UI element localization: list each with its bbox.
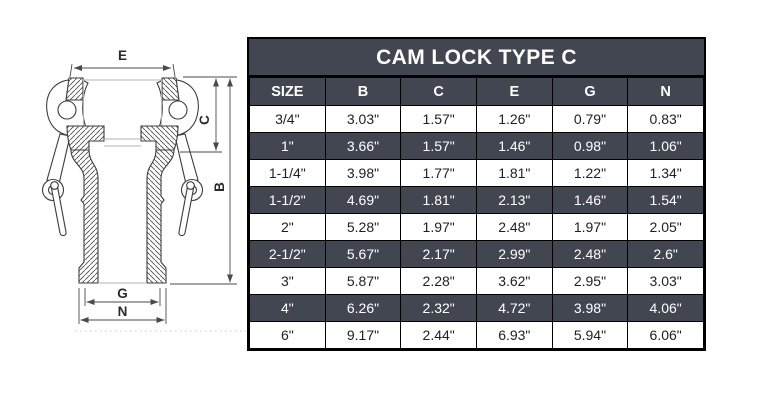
table-cell: 1.77" (400, 159, 477, 187)
table-cell: 1.26" (475, 105, 553, 133)
table-cell: 6.26" (324, 294, 402, 322)
camlock-diagram: E C B G N (0, 0, 250, 400)
table-cell: 1.97" (400, 213, 477, 241)
table-cell: 2.48" (551, 240, 629, 268)
table-row: 2"5.28"1.97"2.48"1.97"2.05" (249, 213, 704, 241)
table-cell: 2.32" (400, 294, 477, 322)
dimension-lines (69, 63, 246, 332)
rim-section (65, 77, 84, 101)
table-cell: 4.06" (627, 294, 704, 322)
safety-pin-head (50, 181, 59, 190)
dimension-labels: E C B G N (117, 48, 227, 319)
table-cell: 1-1/2" (249, 186, 326, 214)
camlock-section-drawing: E C B G N (41, 48, 246, 332)
table-cell: 2.44" (400, 321, 477, 349)
table-cell: 2.28" (400, 267, 477, 295)
column-header: N (627, 77, 704, 106)
table-row: 6"9.17"2.44"6.93"5.94"6.06" (249, 321, 704, 349)
table-cell: 3.66" (324, 132, 402, 160)
table-cell: 5.67" (324, 240, 402, 268)
dim-label-b: B (212, 182, 227, 192)
table-cell: 2-1/2" (249, 240, 326, 268)
coupler-left-half (41, 77, 105, 284)
table-cell: 1.46" (475, 132, 553, 160)
table-cell: 1.34" (627, 159, 704, 187)
table-cell: 1.06" (627, 132, 704, 160)
table-cell: 5.94" (551, 321, 629, 349)
table-cell: 1.57" (400, 132, 477, 160)
table-cell: 3.03" (324, 105, 402, 133)
table-cell: 1.81" (400, 186, 477, 214)
table-cell: 0.79" (551, 105, 629, 133)
table-cell: 3.03" (627, 267, 704, 295)
table-cell: 2.05" (627, 213, 704, 241)
table-cell: 4.72" (475, 294, 553, 322)
dim-e-ext-right (172, 63, 176, 78)
table-cell: 2.6" (627, 240, 704, 268)
table-cell: 6.06" (627, 321, 704, 349)
table-cell: 3.98" (324, 159, 402, 187)
table-cell: 1-1/4" (249, 159, 326, 187)
table-cell: 2" (249, 213, 326, 241)
table-cell: 6.93" (475, 321, 553, 349)
coupler-right-half (140, 77, 204, 284)
table-cell: 1" (249, 132, 326, 160)
cam-arm-handle (46, 133, 71, 185)
table-cell: 3.62" (475, 267, 553, 295)
table-cell: 9.17" (324, 321, 402, 349)
dim-label-e: E (118, 48, 127, 63)
table-body: 3/4"3.03"1.57"1.26"0.79"0.83"1"3.66"1.57… (249, 105, 704, 349)
column-header: G (551, 77, 629, 106)
dim-label-g: G (117, 286, 128, 301)
table-cell: 2.95" (551, 267, 629, 295)
table-cell: 4" (249, 294, 326, 322)
interior-lines (83, 79, 162, 284)
gasket-seat-section (66, 125, 105, 151)
table-cell: 3.98" (551, 294, 629, 322)
table-cell: 6" (249, 321, 326, 349)
table-cell: 1.22" (551, 159, 629, 187)
table-cell: 1.46" (551, 186, 629, 214)
column-header: B (324, 77, 402, 106)
dim-e-ext-left (69, 63, 73, 78)
table-cell: 2.17" (400, 240, 477, 268)
table-cell: 0.98" (551, 132, 629, 160)
table-cell: 2.99" (475, 240, 553, 268)
column-header: SIZE (249, 77, 326, 106)
table-row: 2-1/2"5.67"2.17"2.99"2.48"2.6" (249, 240, 704, 268)
table-row: 3/4"3.03"1.57"1.26"0.79"0.83" (249, 105, 704, 133)
column-header: E (475, 77, 553, 106)
safety-pin (50, 183, 67, 237)
table-cell: 2.13" (475, 186, 553, 214)
table-cell: 2.48" (475, 213, 553, 241)
table-cell: 1.81" (475, 159, 553, 187)
table-cell: 0.83" (627, 105, 704, 133)
table-cell: 4.69" (324, 186, 402, 214)
table-row: 4"6.26"2.32"4.72"3.98"4.06" (249, 294, 704, 322)
table-cell: 5.87" (324, 267, 402, 295)
shank-wall-section (70, 149, 99, 284)
table-row: 1-1/2"4.69"1.81"2.13"1.46"1.54" (249, 186, 704, 214)
table-row: 1"3.66"1.57"1.46"0.98"1.06" (249, 132, 704, 160)
table-row: 1-1/4"3.98"1.77"1.81"1.22"1.34" (249, 159, 704, 187)
table-cell: 3/4" (249, 105, 326, 133)
cam-pivot-hole (57, 100, 77, 120)
column-header: C (400, 77, 477, 106)
dim-label-c: C (197, 115, 212, 125)
dim-label-n: N (118, 304, 128, 319)
table-cell: 1.54" (627, 186, 704, 214)
table-cell: 3" (249, 267, 326, 295)
table-cell: 1.57" (400, 105, 477, 133)
table-title: CAM LOCK TYPE C (249, 39, 704, 77)
table-cell: 1.97" (551, 213, 629, 241)
table-row: 3"5.87"2.28"3.62"2.95"3.03" (249, 267, 704, 295)
table-cell: 5.28" (324, 213, 402, 241)
